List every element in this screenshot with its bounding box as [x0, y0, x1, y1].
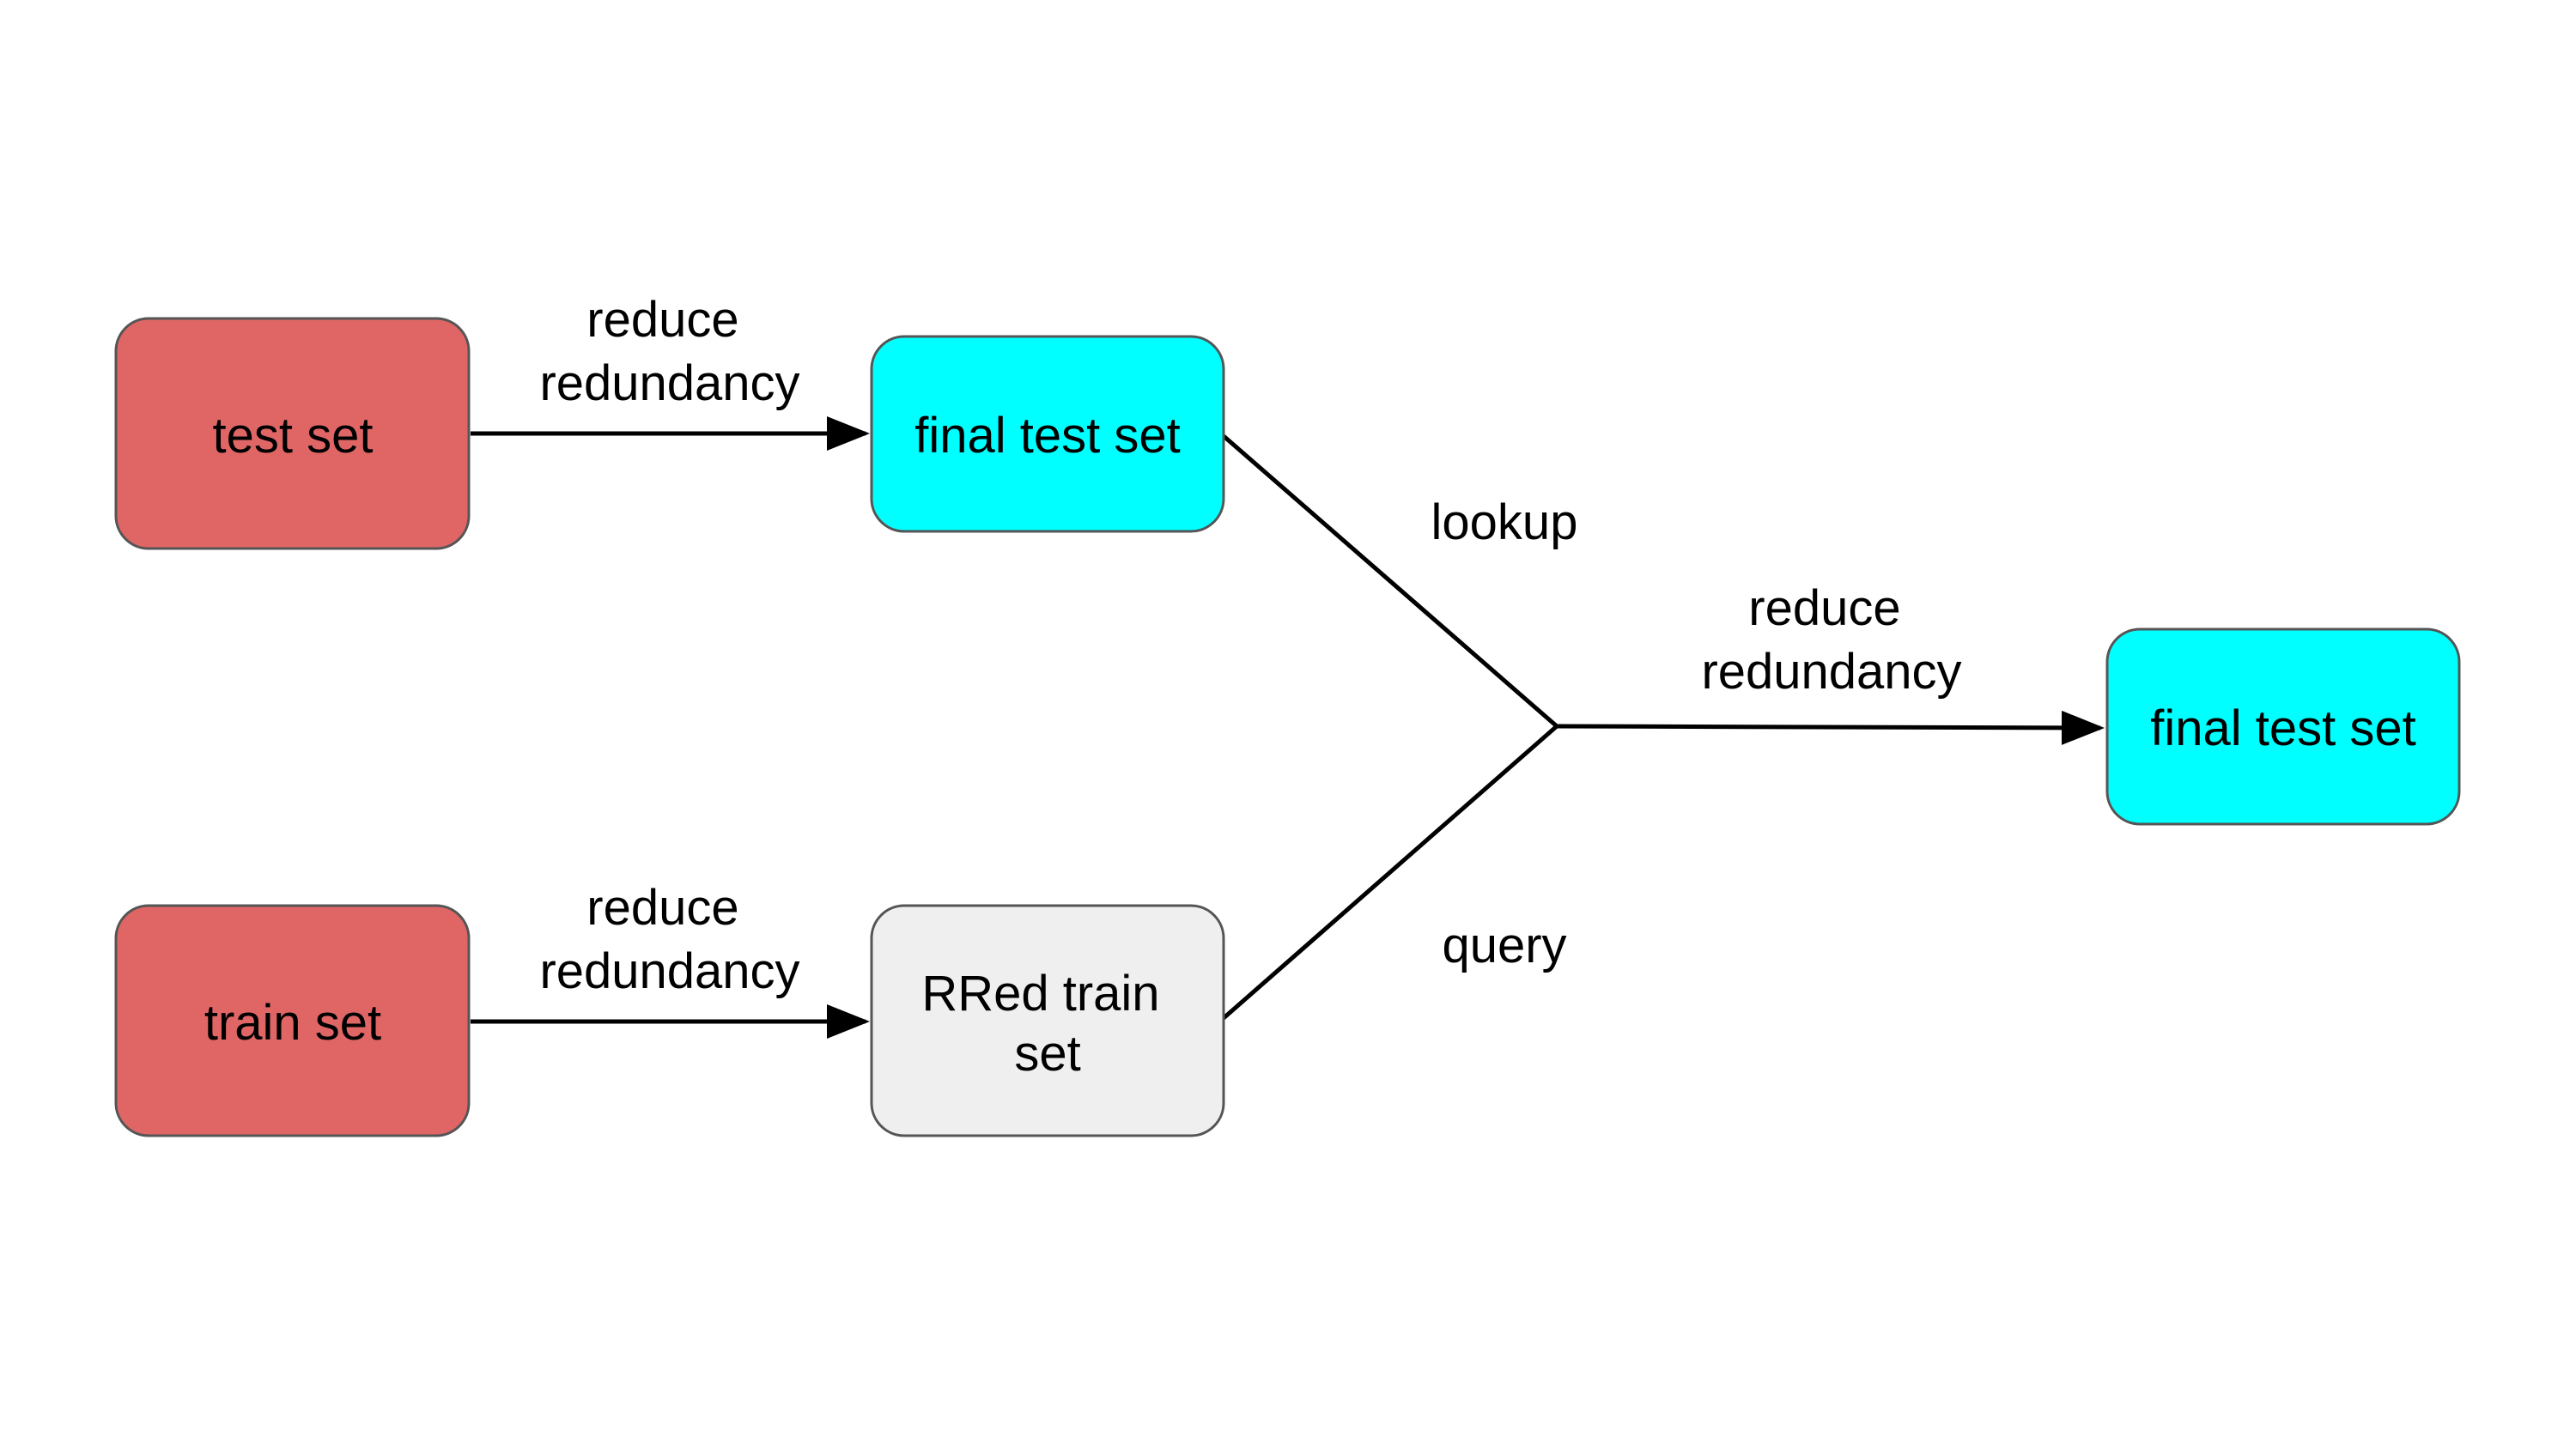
node-final-test-set-right: final test set [2105, 627, 2461, 826]
node-train-set-label: train set [204, 995, 381, 1051]
node-test-set: test set [114, 317, 471, 550]
edge-label-train-reduce: reduce redundancy [539, 880, 799, 999]
node-final-test-set-top-box [870, 335, 1225, 533]
node-rred-train-set-label-line2: set [1014, 1026, 1080, 1082]
node-rred-train-set-label-line1: RRed train [921, 966, 1159, 1022]
edge-label-final-reduce: reduce redundancy [1701, 580, 1961, 700]
edge-merge-to-final [1556, 710, 2105, 745]
node-final-test-set-right-label: final test set [2150, 700, 2415, 756]
edge-label-lookup: lookup [1431, 494, 1578, 550]
node-train-set: train set [114, 904, 471, 1137]
edge-label-query: query [1442, 918, 1566, 973]
edge-lookup-line [1222, 434, 1558, 728]
edge-label-train-reduce-line1: reduce [586, 880, 738, 936]
node-final-test-set-top-label: final test set [914, 408, 1180, 464]
edge-query-line [1222, 724, 1558, 1020]
edge-label-test-reduce-line2: redundancy [539, 355, 799, 411]
node-test-set-box [114, 317, 471, 550]
node-rred-train-set: RRed train set [870, 904, 1225, 1137]
node-rred-train-set-box [870, 904, 1225, 1137]
edge-label-test-reduce-line1: reduce [586, 292, 738, 348]
edge-label-final-reduce-line1: reduce [1748, 580, 1900, 636]
edge-label-test-reduce: reduce redundancy [539, 292, 799, 411]
node-train-set-box [114, 904, 471, 1137]
edge-label-final-reduce-line2: redundancy [1701, 644, 1961, 700]
node-rred-train-set-label: RRed train set [921, 966, 1173, 1082]
node-final-test-set-top: final test set [870, 335, 1225, 533]
node-final-test-set-right-box [2105, 627, 2461, 826]
node-test-set-label: test set [213, 408, 374, 464]
edge-label-train-reduce-line2: redundancy [539, 943, 799, 999]
